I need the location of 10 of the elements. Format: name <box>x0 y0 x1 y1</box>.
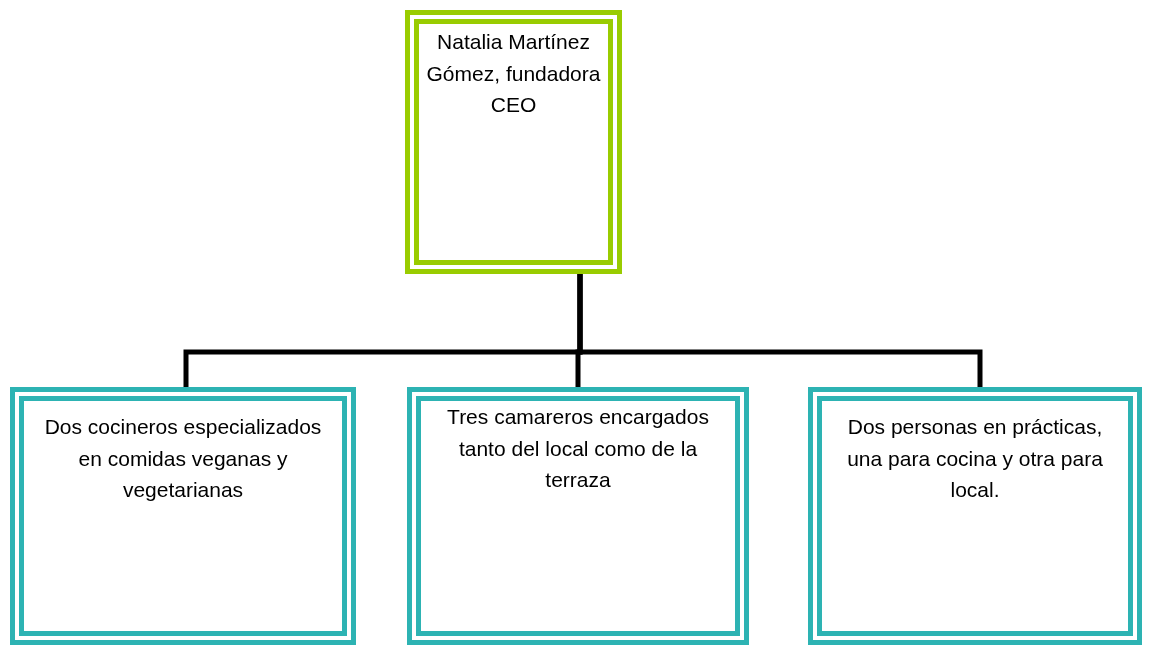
node-text: Natalia Martínez Gómez, fundadora <box>425 29 602 87</box>
connector-line <box>577 274 983 387</box>
ceo-box <box>405 10 622 274</box>
node-text: Tres camareros encargados tanto del local como de la terraza <box>446 404 710 493</box>
node-text: CEO <box>490 92 537 118</box>
node-text: Dos cocineros especializados en comidas veganas y vegetarianas <box>43 414 323 503</box>
staff-box <box>808 387 1142 645</box>
staff-box <box>10 387 356 645</box>
node-text: Dos personas en prácticas, una para cocina y otra para local. <box>846 414 1104 503</box>
staff-box <box>407 387 749 645</box>
